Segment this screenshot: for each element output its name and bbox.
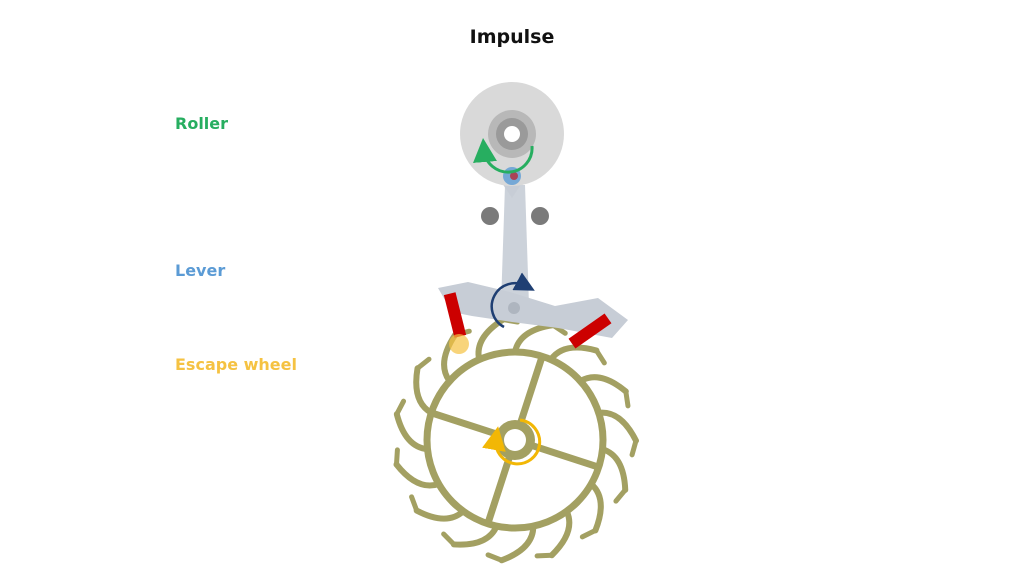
- banking-pin-right: [531, 207, 549, 225]
- wheel-spoke: [430, 409, 501, 439]
- lever: [438, 168, 628, 338]
- wheel-tooth: [450, 523, 500, 548]
- wheel-tooth: [547, 344, 600, 363]
- wheel-tooth: [512, 322, 557, 355]
- wheel-tooth: [498, 523, 537, 564]
- wheel-tooth: [599, 446, 629, 493]
- entry-pallet-jewel: [443, 292, 467, 338]
- wheel-spoke: [529, 441, 600, 471]
- counterclockwise-arrow-icon: [473, 138, 534, 174]
- wheel-tooth: [413, 365, 435, 416]
- clockwise-arrow-icon: [490, 272, 535, 329]
- escape-wheel-label: Escape wheel: [175, 355, 297, 374]
- contact-highlight: [449, 334, 469, 354]
- wheel-tooth: [393, 411, 431, 453]
- lever-label: Lever: [175, 261, 226, 280]
- banking-pin-left: [481, 207, 499, 225]
- wheel-tooth: [548, 508, 573, 559]
- wheel-spoke: [484, 454, 514, 525]
- wheel-tooth: [588, 481, 604, 534]
- wheel-tooth: [413, 507, 467, 522]
- clockwise-arrow-icon: [482, 418, 542, 466]
- wheel-tooth: [577, 374, 629, 395]
- wheel-spoke: [516, 355, 546, 426]
- exit-pallet-jewel: [568, 313, 612, 349]
- wheel-tooth: [595, 409, 639, 444]
- wheel-tooth: [393, 461, 442, 489]
- page-title: Impulse: [469, 26, 555, 48]
- roller-label: Roller: [175, 114, 229, 133]
- escape-wheel: [393, 316, 639, 564]
